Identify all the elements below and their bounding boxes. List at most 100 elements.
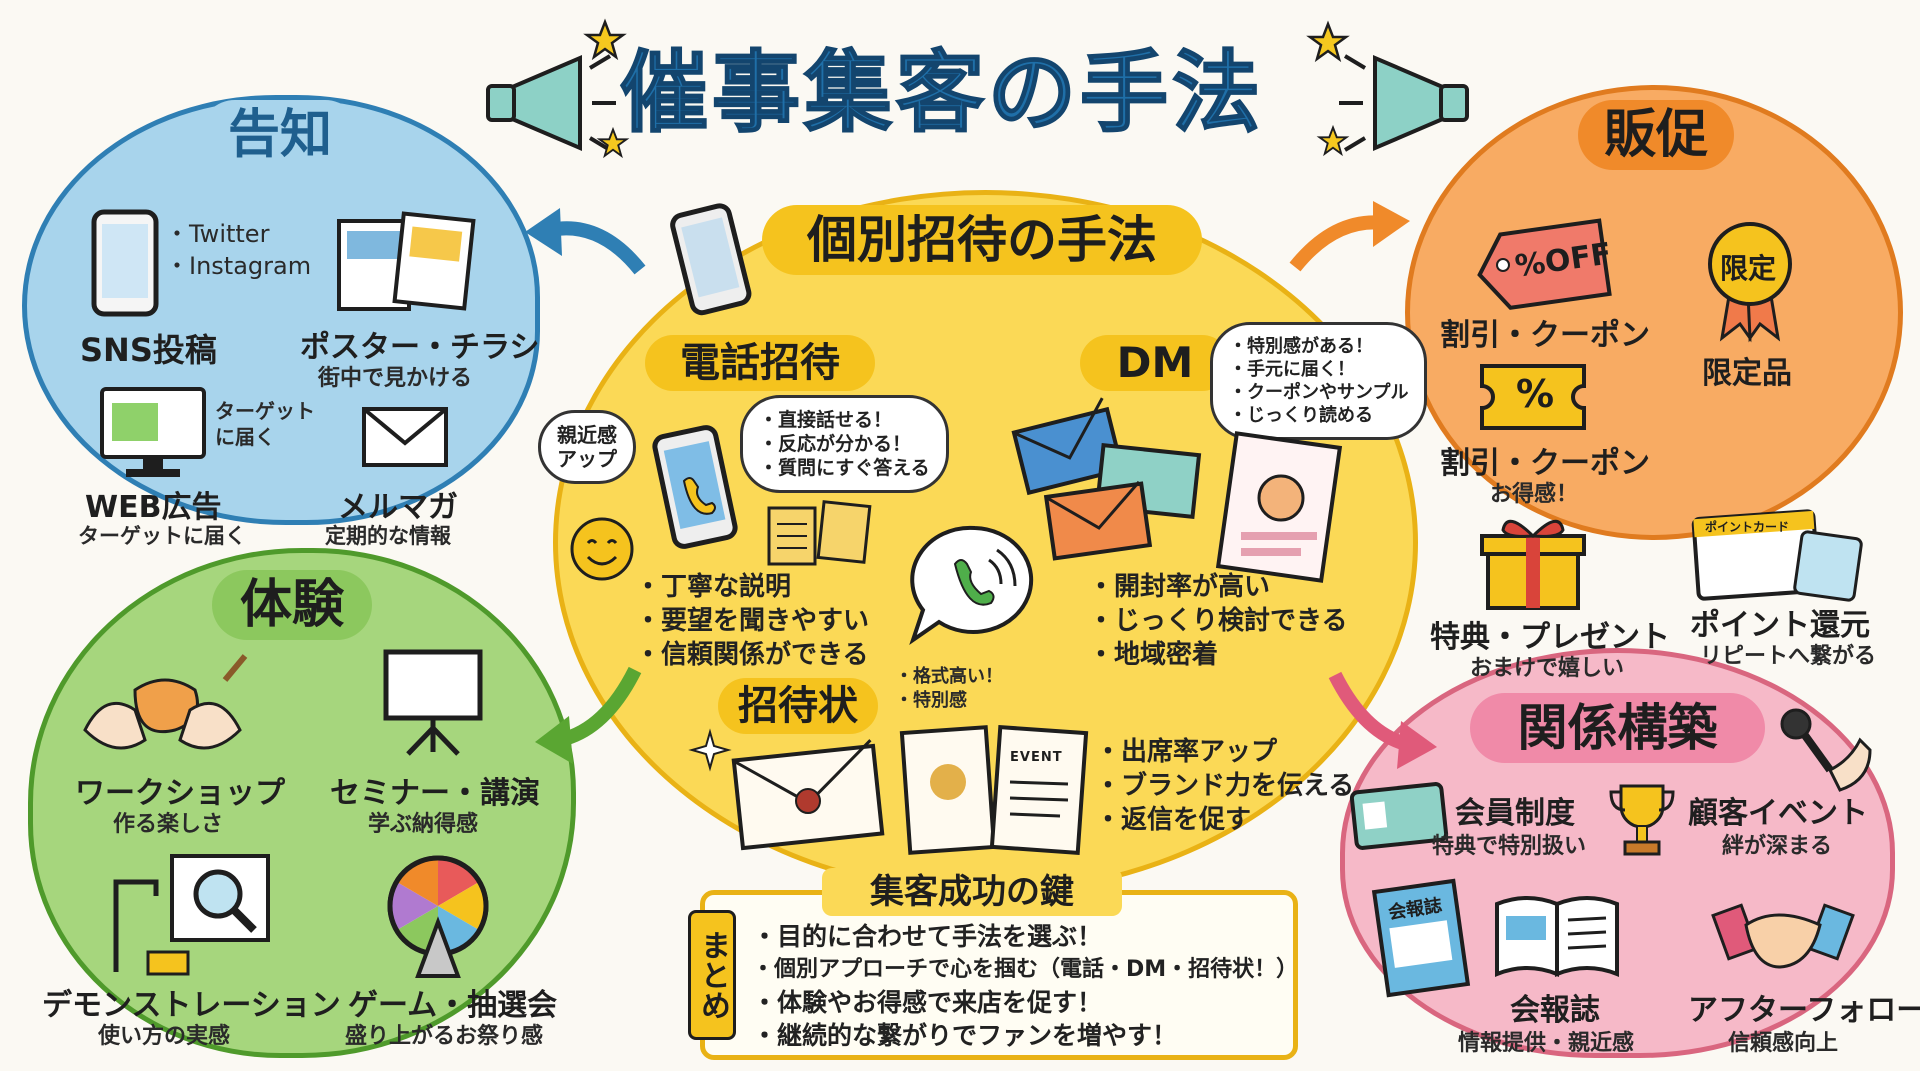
sns-instagram: ・Instagram bbox=[165, 252, 312, 280]
mail-label: メルマガ bbox=[338, 490, 458, 525]
mail-sub: 定期的な情報 bbox=[325, 524, 451, 548]
arrow-to-hansoku bbox=[1289, 201, 1410, 272]
envelope-icon bbox=[362, 407, 448, 467]
megaphone-right-icon bbox=[1339, 54, 1469, 152]
center-title-text: 個別招待の手法 bbox=[807, 211, 1157, 269]
follow-sub: 信頼感向上 bbox=[1728, 1031, 1839, 1056]
follow-label: アフターフォロー bbox=[1688, 993, 1920, 1028]
gift-label: 特典・プレゼント bbox=[1430, 620, 1670, 655]
invitation-note-text: ・格式高い！ ・特別感 bbox=[895, 666, 1003, 711]
newsletter-icon bbox=[1371, 878, 1471, 998]
phone-bullets: ・丁寧な説明 ・要望を聞きやすい ・信頼関係ができる bbox=[635, 570, 869, 672]
seminar-screen-icon bbox=[383, 649, 483, 756]
phone-label: 電話招待 bbox=[645, 335, 875, 391]
summary-side: まとめ bbox=[688, 910, 736, 1040]
taiken-title: 体験 bbox=[212, 570, 372, 640]
dm-bullet: ・開封率が高い bbox=[1088, 572, 1271, 602]
demo-label: デモンストレーション bbox=[42, 988, 341, 1023]
phone-bullet: ・丁寧な説明 bbox=[635, 572, 792, 602]
arrow-to-kankei bbox=[1328, 671, 1437, 769]
workshop-sub: 作る楽しさ bbox=[113, 812, 224, 837]
hansoku-title: 販促 bbox=[1578, 100, 1734, 170]
coupon-ticket-icon bbox=[1480, 364, 1586, 430]
dm-label: DM bbox=[1080, 335, 1230, 391]
dm-bullet: ・じっくり検討できる bbox=[1088, 606, 1348, 636]
member-label: 会員制度 bbox=[1455, 796, 1575, 831]
coupon2-sub: お得感！ bbox=[1490, 482, 1579, 507]
taiken-title-text: 体験 bbox=[239, 575, 344, 635]
point-card-text: ポイントカード bbox=[1705, 520, 1790, 534]
star-icon bbox=[583, 18, 627, 61]
point-sub: リピートへ繋がる bbox=[1700, 644, 1877, 669]
gift-sub: おまけで嬉しい bbox=[1470, 656, 1625, 681]
trophy-icon bbox=[1609, 784, 1675, 856]
newsletter-sub: 情報提供・親近感 bbox=[1458, 1031, 1635, 1056]
smile-icon bbox=[570, 517, 634, 581]
summary-box bbox=[700, 890, 1298, 1060]
poster-sub: 街中で見かける bbox=[318, 366, 473, 391]
sns-list: ・Twitter ・Instagram bbox=[165, 218, 311, 282]
game-label: ゲーム・抽選会 bbox=[348, 988, 558, 1023]
invitation-bullet: ・出席率アップ bbox=[1095, 737, 1278, 767]
monitor-icon bbox=[100, 387, 206, 477]
summary-title: 集客成功の鍵 bbox=[822, 868, 1122, 916]
coupon1-label: 割引・クーポン bbox=[1440, 318, 1650, 353]
summary-title-text: 集客成功の鍵 bbox=[870, 872, 1074, 912]
call-bubble-icon bbox=[909, 525, 1034, 646]
phone-bullet: ・要望を聞きやすい bbox=[635, 606, 870, 636]
star-icon bbox=[1306, 20, 1350, 63]
demo-magnifier-icon bbox=[113, 854, 270, 976]
dm-bullet: ・地域密着 bbox=[1088, 640, 1219, 670]
open-book-icon bbox=[1495, 896, 1619, 977]
smartphone-icon bbox=[670, 203, 752, 316]
workshop-label: ワークショップ bbox=[75, 776, 285, 811]
phone-bullet: ・信頼関係ができる bbox=[635, 640, 869, 670]
point-card-icon bbox=[1691, 509, 1863, 602]
seminar-sub: 学ぶ納得感 bbox=[368, 812, 479, 837]
handshake-icon bbox=[1711, 903, 1855, 969]
sns-twitter: ・Twitter bbox=[165, 220, 270, 248]
point-label: ポイント還元 bbox=[1690, 608, 1870, 643]
phone-bubble-left-text: 親近感 アップ bbox=[557, 423, 617, 471]
coupon2-tag: % bbox=[1516, 372, 1555, 416]
workshop-hands-icon bbox=[83, 654, 248, 750]
summary-item: ・個別アプローチで心を掴む（電話・DM・招待状！） bbox=[752, 957, 1299, 982]
invitation-bullet: ・ブランド力を伝える bbox=[1095, 771, 1355, 801]
seminar-label: セミナー・講演 bbox=[330, 776, 540, 811]
summary-side-text: まとめ bbox=[695, 930, 730, 1020]
dm-envelopes-icon bbox=[1011, 397, 1202, 561]
event-sub: 絆が深まる bbox=[1722, 834, 1833, 859]
sns-label: SNS投稿 bbox=[80, 331, 217, 369]
dm-bubble: ・特別感がある！ ・手元に届く！ ・クーポンやサンプル ・じっくり読める bbox=[1210, 322, 1428, 440]
invitation-label-text: 招待状 bbox=[738, 683, 858, 729]
phone-label-text: 電話招待 bbox=[680, 340, 840, 386]
invitation-bullets: ・出席率アップ ・ブランド力を伝える ・返信を促す bbox=[1095, 735, 1354, 837]
summary-item: ・目的に合わせて手法を選ぶ！ bbox=[752, 922, 1103, 951]
event-label: 顧客イベント bbox=[1688, 796, 1868, 831]
notepad-icon bbox=[767, 500, 872, 566]
kokuchi-title: 告知 bbox=[200, 100, 360, 170]
dm-label-text: DM bbox=[1116, 338, 1194, 387]
phone-call-icon bbox=[652, 425, 738, 549]
gift-icon bbox=[1480, 519, 1586, 610]
invitation-card-text: EVENT bbox=[1010, 750, 1063, 765]
dm-bullets: ・開封率が高い ・じっくり検討できる ・地域密着 bbox=[1088, 570, 1347, 672]
arrow-to-taiken bbox=[535, 666, 642, 764]
phone-bubble-left: 親近感 アップ bbox=[538, 410, 636, 484]
summary-items: ・目的に合わせて手法を選ぶ！ ・個別アプローチで心を掴む（電話・DM・招待状！）… bbox=[752, 920, 1298, 1052]
web-note: ターゲット に届く bbox=[215, 398, 315, 450]
invitation-label: 招待状 bbox=[718, 678, 878, 734]
demo-sub: 使い方の実感 bbox=[98, 1024, 231, 1049]
coupon-tag-icon bbox=[1477, 218, 1612, 310]
invitation-envelope-icon bbox=[731, 739, 885, 851]
game-sub: 盛り上がるお祭り感 bbox=[345, 1024, 544, 1049]
invitation-note: ・格式高い！ ・特別感 bbox=[895, 665, 1003, 713]
page-title: 催事集客の手法 bbox=[619, 40, 1265, 145]
invitation-bullet: ・返信を促す bbox=[1095, 805, 1252, 835]
sparkle-icon bbox=[688, 728, 732, 772]
star-icon bbox=[1316, 124, 1350, 157]
limited-badge-icon bbox=[1708, 222, 1792, 343]
lottery-wheel-icon bbox=[387, 855, 489, 978]
summary-item: ・継続的な繋がりでファンを増やす！ bbox=[752, 1021, 1178, 1050]
phone-bubble-right: ・直接話せる！ ・反応が分かる！ ・質問にすぐ答える bbox=[740, 395, 949, 493]
